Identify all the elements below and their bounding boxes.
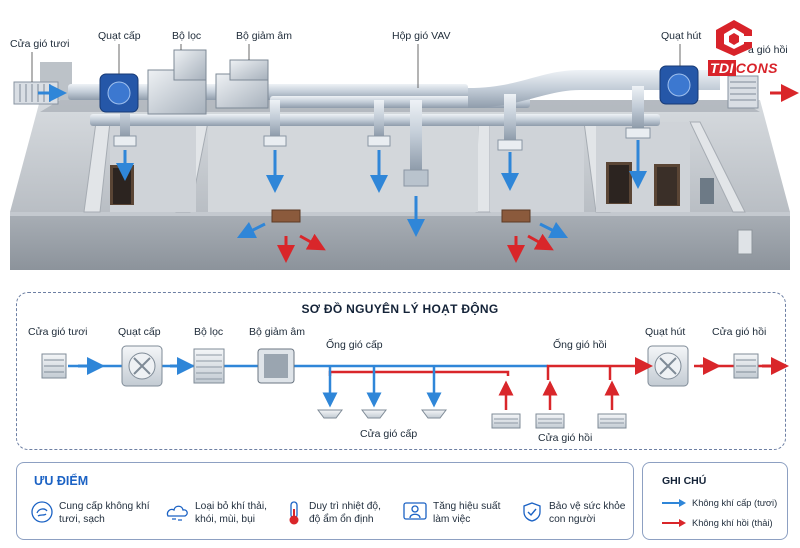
brand-logo-icon bbox=[716, 20, 754, 56]
schematic-label-exhaust-fan: Quạt hút bbox=[645, 326, 686, 338]
schematic-label-return-grille-out: Cửa gió hồi bbox=[712, 326, 767, 338]
label-filter: Bộ lọc bbox=[172, 30, 202, 42]
schematic-return-grilles bbox=[491, 413, 627, 429]
schematic-filter bbox=[193, 348, 225, 384]
schematic-label-return-duct: Ống gió hồi bbox=[553, 339, 607, 351]
red-arrow-icon bbox=[662, 519, 686, 527]
schematic-label-supply-duct: Ống gió cấp bbox=[326, 339, 383, 351]
schematic-label-filter: Bộ lọc bbox=[194, 326, 224, 338]
exhaust-grille bbox=[727, 75, 759, 109]
panel bbox=[700, 178, 714, 204]
advantage-item: Loại bỏ khí thải,khói, mùi, bụi bbox=[164, 500, 267, 534]
return-branch-line bbox=[328, 370, 510, 376]
label-vav-box: Hộp gió VAV bbox=[392, 30, 451, 42]
floor-return-grille bbox=[271, 209, 301, 223]
schematic-supply-diffusers bbox=[317, 409, 447, 419]
label-return-grille: a gió hồi bbox=[748, 44, 788, 56]
building-illustration bbox=[10, 49, 799, 270]
schematic-label-supply-diffuser: Cửa gió cấp bbox=[360, 428, 418, 440]
legend-return: Không khí hồi (thải) bbox=[662, 518, 773, 528]
fresh-air-icon bbox=[31, 501, 53, 523]
schematic-label-return-grille-in: Cửa gió hồi bbox=[538, 432, 593, 444]
supply-air-arrows bbox=[38, 84, 647, 239]
advantages-title: ƯU ĐIỂM bbox=[34, 474, 89, 488]
smoke-removal-icon bbox=[166, 505, 188, 521]
label-leaders bbox=[31, 44, 681, 88]
health-shield-icon bbox=[523, 502, 541, 522]
door bbox=[654, 164, 680, 206]
door bbox=[606, 162, 632, 204]
label-fresh-air-inlet: Cửa gió tươi bbox=[10, 38, 70, 50]
advantages-panel bbox=[16, 462, 634, 540]
schematic-title: SƠ ĐỒ NGUYÊN LÝ HOẠT ĐỘNG bbox=[301, 302, 499, 316]
legend-supply: Không khí cấp (tươi) bbox=[662, 498, 777, 508]
worker-icon bbox=[403, 502, 427, 520]
thermometer-icon bbox=[289, 501, 299, 525]
blue-arrow-icon bbox=[662, 499, 686, 507]
front-wall bbox=[10, 212, 790, 270]
schematic-label-silencer: Bộ giảm âm bbox=[249, 326, 306, 338]
legend-panel bbox=[642, 462, 788, 540]
schematic-label-supply-fan: Quạt cấp bbox=[118, 326, 161, 338]
return-line bbox=[546, 364, 640, 380]
schematic-diagram bbox=[41, 345, 789, 429]
door bbox=[110, 165, 134, 205]
return-air-arrows bbox=[277, 84, 799, 263]
advantage-item: Duy trì nhiệt độ,độ ẩm ổn định bbox=[284, 500, 381, 534]
legend-title: GHI CHÚ bbox=[662, 475, 707, 487]
floor-return-grille bbox=[501, 209, 531, 223]
label-silencer: Bộ giảm âm bbox=[236, 30, 293, 42]
label-supply-fan: Quạt cấp bbox=[98, 30, 141, 42]
return-duct bbox=[468, 70, 720, 108]
label-exhaust-fan: Quạt hút bbox=[661, 30, 702, 42]
schematic-label-fresh-air-inlet: Cửa gió tươi bbox=[28, 326, 88, 338]
